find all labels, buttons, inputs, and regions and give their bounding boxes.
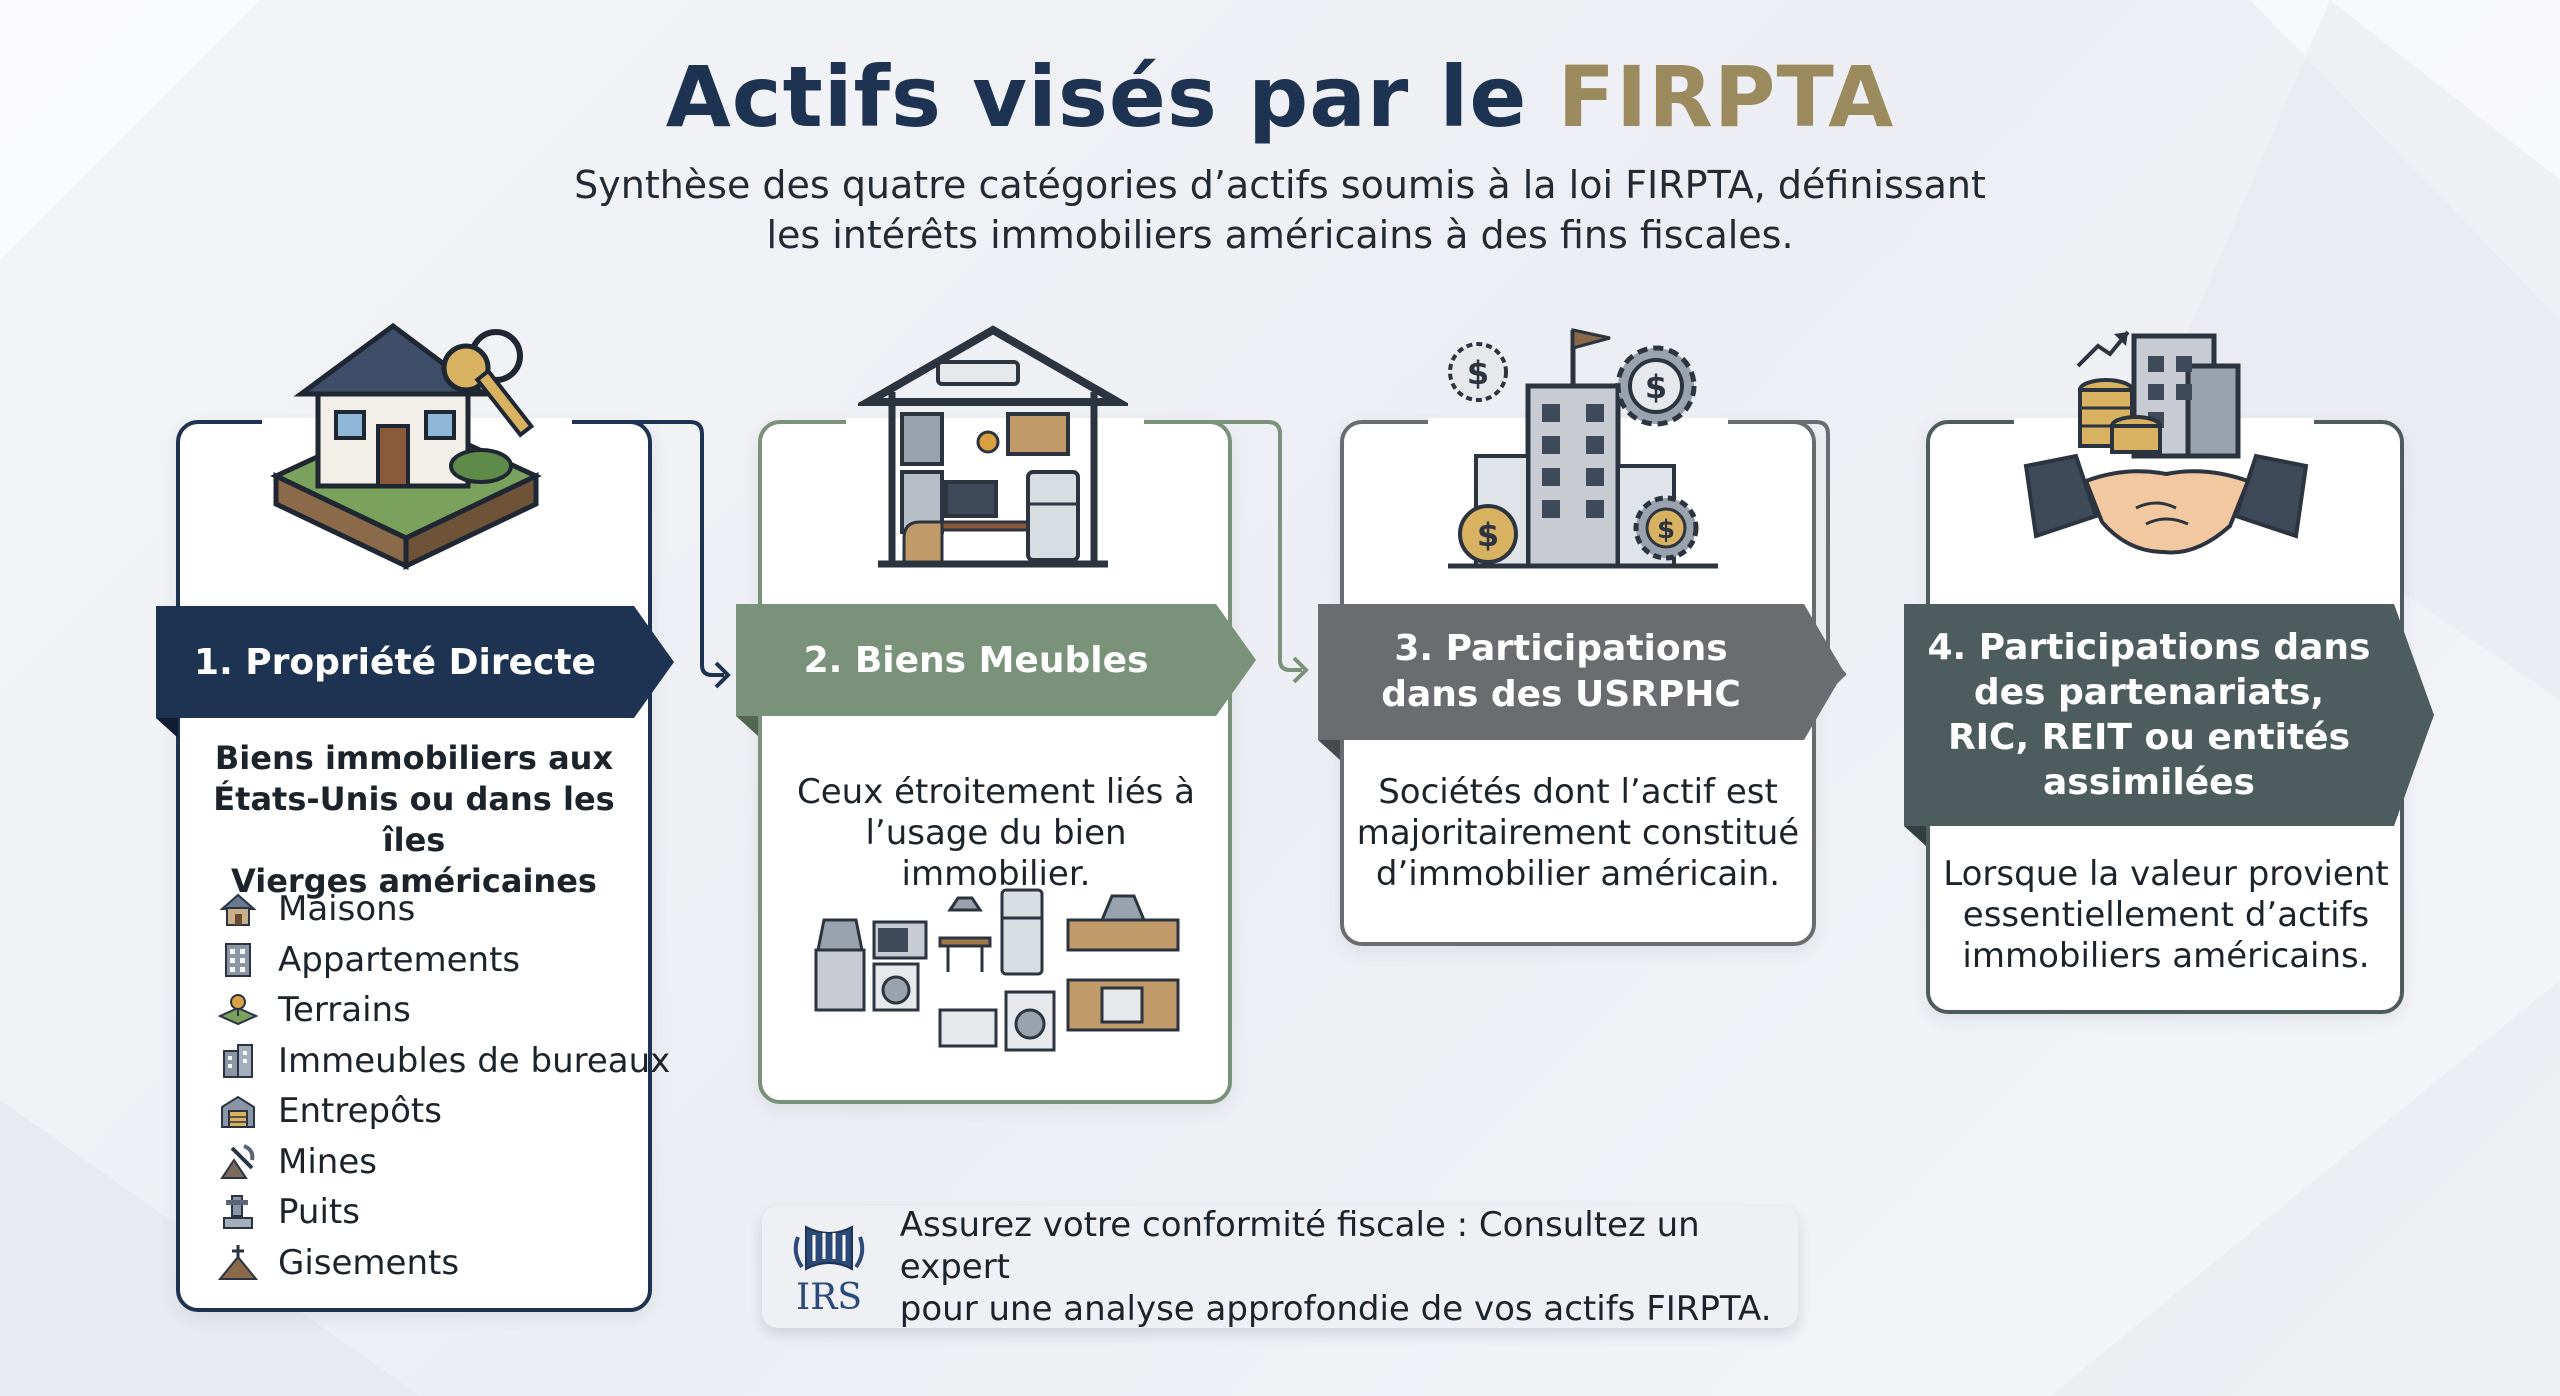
banner-partnerships: 4. Participations dans des partenariats,… — [1904, 604, 2394, 826]
category-4-title-line-4: assimilées — [2043, 762, 2255, 803]
category-4-title-line-1: 4. Participations dans — [1927, 627, 2371, 668]
cta-box[interactable]: IRS Assurez votre conformité fiscale : C… — [762, 1204, 1798, 1330]
subtitle-line-2: les intérêts immobiliers américains à de… — [766, 213, 1794, 257]
svg-text:$: $ — [1645, 368, 1667, 406]
list-item: Appartements — [216, 935, 670, 986]
connector-arrow-3-4 — [1736, 420, 1846, 688]
corporate-buildings-illustration: $ $ $ $ — [1448, 328, 1718, 569]
category-3-title-line-1: 3. Participations — [1394, 628, 1728, 669]
furnished-house-illustration — [858, 325, 1128, 568]
cta-line-2: pour une analyse approfondie de vos acti… — [899, 1289, 1772, 1329]
card-2-top-gap — [846, 418, 1144, 428]
list-item: Gisements — [216, 1238, 670, 1289]
banner-3-fold — [1318, 740, 1340, 760]
apartment-icon — [216, 938, 260, 982]
page-title: Actifs visés par le FIRPTA — [665, 48, 1895, 146]
category-4-title-line-2: des partenariats, — [1973, 672, 2325, 713]
office-building-icon — [216, 1039, 260, 1083]
category-3-title-line-2: dans des USRPHC — [1381, 674, 1741, 715]
cta-line-1: Assurez votre conformité fiscale : Consu… — [899, 1205, 1700, 1287]
connector-arrow-2-3 — [1210, 420, 1309, 684]
land-pin-icon — [216, 988, 260, 1032]
well-icon — [216, 1190, 260, 1234]
list-item: Entrepôts — [216, 1086, 670, 1137]
direct-property-list: Maisons Appartements Terrains Immeubles … — [216, 884, 670, 1288]
svg-text:$: $ — [1467, 354, 1489, 392]
banner-1-arrow — [634, 606, 674, 718]
banner-2-arrow — [1216, 604, 1256, 716]
banner-4-arrow — [2394, 604, 2434, 826]
banner-4-fold — [1904, 826, 1926, 846]
house-icon — [216, 887, 260, 931]
handshake-illustration — [2023, 330, 2309, 555]
svg-text:$: $ — [1657, 515, 1675, 545]
appliances-illustration — [814, 888, 1180, 1052]
category-4-title-line-3: RIC, REIT ou entités — [1947, 717, 2351, 758]
list-item: Mines — [216, 1137, 670, 1188]
list-item: Puits — [216, 1187, 670, 1238]
deposit-icon — [216, 1241, 260, 1285]
list-item: Maisons — [216, 884, 670, 935]
category-1-title: 1. Propriété Directe — [194, 641, 596, 683]
warehouse-icon — [216, 1089, 260, 1133]
mine-icon — [216, 1140, 260, 1184]
banner-1-fold — [156, 718, 178, 738]
title-accent: FIRPTA — [1557, 48, 1895, 146]
subtitle-line-1: Synthèse des quatre catégories d’actifs … — [574, 163, 1986, 207]
card-direct-property — [176, 420, 652, 1312]
banner-direct-property: 1. Propriété Directe — [156, 606, 634, 718]
list-item: Immeubles de bureaux — [216, 1036, 670, 1087]
category-2-title: 2. Biens Meubles — [803, 639, 1149, 681]
cta-text: Assurez votre conformité fiscale : Consu… — [900, 1204, 1798, 1330]
category-4-description: Lorsque la valeur provient essentielleme… — [1943, 854, 2389, 976]
banner-usrphc: 3. Participations dans des USRPHC — [1318, 604, 1804, 740]
banner-2-fold — [736, 716, 758, 736]
banner-movable-goods: 2. Biens Meubles — [736, 604, 1216, 716]
irs-logo-icon: IRS — [793, 1225, 865, 1317]
category-2-description: Ceux étroitement liés à l’usage du bien … — [796, 772, 1195, 894]
category-3-description: Sociétés dont l’actif est majoritairemen… — [1356, 772, 1800, 894]
list-item: Terrains — [216, 985, 670, 1036]
connector-arrow-1-2 — [630, 420, 731, 689]
category-1-heading: Biens immobiliers aux États-Unis ou dans… — [213, 739, 615, 900]
irs-logo-text: IRS — [796, 1277, 862, 1317]
page-subtitle: Synthèse des quatre catégories d’actifs … — [380, 160, 2180, 260]
house-key-illustration — [270, 322, 542, 570]
svg-text:$: $ — [1477, 516, 1499, 554]
